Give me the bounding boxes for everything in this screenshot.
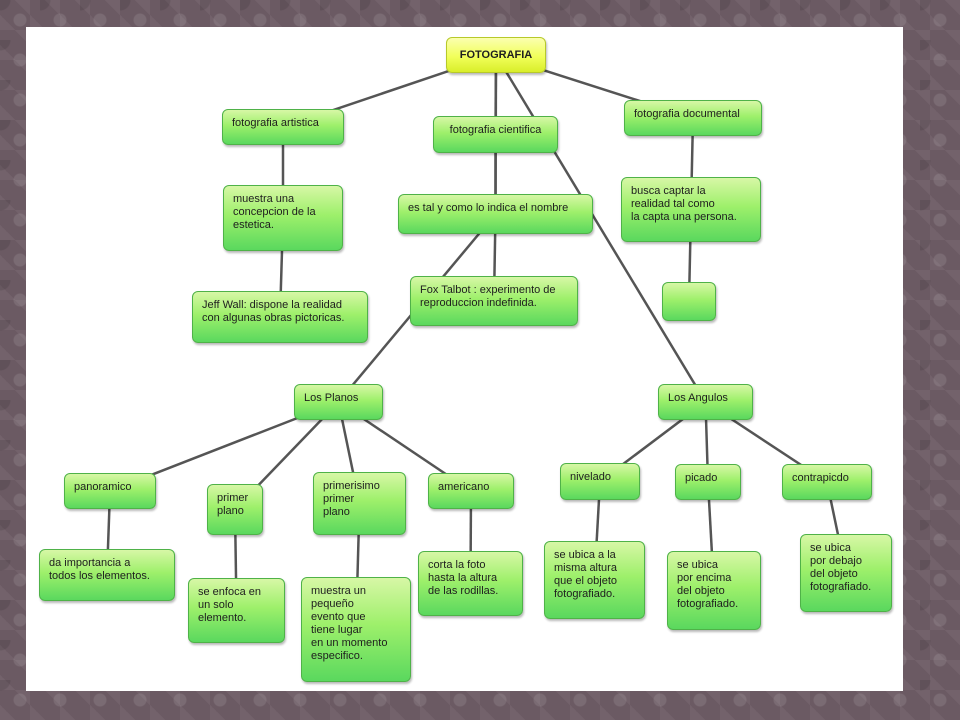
node-primerisimo-primer-plano: primerisimo primer plano xyxy=(313,472,406,535)
node-estetica: muestra una concepcion de la estetica. xyxy=(223,185,343,251)
node-americano-desc: corta la foto hasta la altura de las rod… xyxy=(418,551,523,616)
connector-root-los_angulos xyxy=(494,54,707,403)
node-fotografia-documental: fotografia documental xyxy=(624,100,762,136)
node-empty xyxy=(662,282,716,321)
node-picado-desc: se ubica por encima del objeto fotografi… xyxy=(667,551,761,630)
node-jeff-wall: Jeff Wall: dispone la realidad con algun… xyxy=(192,291,368,343)
node-panoramico: panoramico xyxy=(64,473,156,509)
node-primer-plano-desc: se enfoca en un solo elemento. xyxy=(188,578,285,643)
node-los-angulos: Los Angulos xyxy=(658,384,753,420)
node-es-tal: es tal y como lo indica el nombre xyxy=(398,194,593,234)
node-fox-talbot: Fox Talbot : experimento de reproduccion… xyxy=(410,276,578,326)
node-los-planos: Los Planos xyxy=(294,384,383,420)
node-busca-captar: busca captar la realidad tal como la cap… xyxy=(621,177,761,242)
node-panoramico-desc: da importancia a todos los elementos. xyxy=(39,549,175,601)
node-nivelado-desc: se ubica a la misma altura que el objeto… xyxy=(544,541,645,619)
node-primer-plano: primer plano xyxy=(207,484,263,535)
node-fotografia: FOTOGRAFIA xyxy=(446,37,546,73)
node-fotografia-artistica: fotografia artistica xyxy=(222,109,344,145)
node-nivelado: nivelado xyxy=(560,463,640,500)
node-primerisimo-desc: muestra un pequeño evento que tiene luga… xyxy=(301,577,411,682)
concept-map-canvas: FOTOGRAFIA fotografia artistica fotograf… xyxy=(26,27,903,691)
node-contrapicado: contrapicdo xyxy=(782,464,872,500)
node-fotografia-cientifica: fotografia cientifica xyxy=(433,116,558,153)
node-contrapicado-desc: se ubica por debajo del objeto fotografi… xyxy=(800,534,892,612)
node-americano: americano xyxy=(428,473,514,509)
node-picado: picado xyxy=(675,464,741,500)
